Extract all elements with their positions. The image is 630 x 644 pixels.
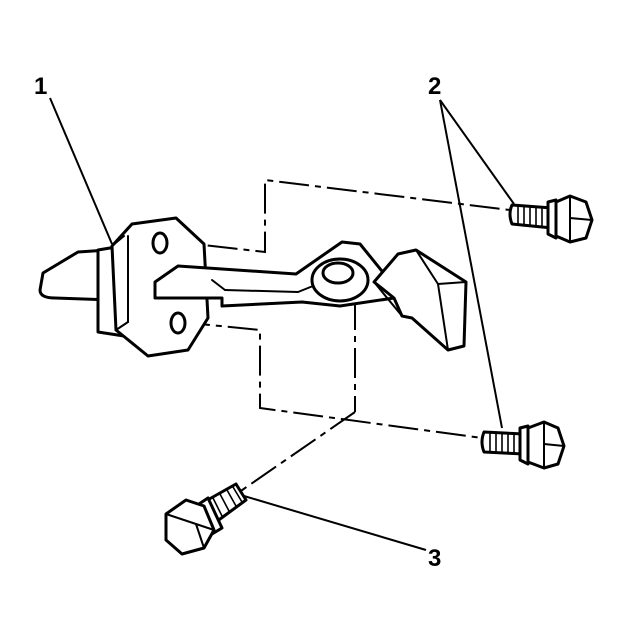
bolt-bottom-threads (212, 486, 243, 517)
hook-tab (38, 248, 114, 302)
bolt-lower-head-edge (543, 443, 565, 447)
bolt-lower-shank (480, 430, 526, 456)
bolt-bottom-head-flat-2 (195, 523, 205, 549)
upper-bolt-centerline (159, 178, 511, 254)
lower-bolt-centerline (179, 321, 483, 439)
bolt-lower-threads (489, 431, 515, 454)
bolt-lower-washer (518, 424, 530, 466)
leader-2-lower (439, 99, 503, 429)
arm-step-edge (224, 289, 299, 293)
bolt-bottom-head-flat (165, 513, 197, 525)
bolt-lower (480, 420, 566, 470)
bolt-bottom-head-flat-3 (195, 523, 215, 531)
bolt-upper (508, 194, 594, 244)
flange-edge (111, 235, 125, 247)
door-check-link (38, 216, 468, 358)
bolt-upper-threads (517, 204, 543, 228)
flange-hole-lower (169, 311, 187, 335)
bolt-bottom (164, 482, 248, 556)
arm-step (211, 279, 226, 291)
flange-edge-lower (115, 321, 129, 331)
leader-lines (49, 97, 515, 551)
flange-hole-upper (151, 231, 169, 255)
pivot-pin (321, 261, 355, 285)
bracket-face-edge-down (437, 283, 449, 351)
bracket-inner-edge (373, 281, 403, 317)
leader-1 (49, 97, 113, 245)
bottom-bolt-axis (234, 411, 356, 496)
bracket-face-edge (415, 249, 439, 285)
bolt-upper-washer (546, 198, 558, 240)
bolt-upper-shank (508, 203, 554, 230)
leader-2-upper (439, 99, 515, 205)
bracket-face-edge-right (437, 281, 467, 285)
mounting-bracket (372, 248, 468, 352)
bolt-upper-head-edge (569, 217, 593, 221)
alignment-lines (159, 178, 511, 496)
callout-1: 1 (34, 73, 47, 100)
leader-3 (243, 495, 427, 551)
callout-3: 3 (428, 545, 441, 572)
callout-2: 2 (428, 73, 441, 100)
